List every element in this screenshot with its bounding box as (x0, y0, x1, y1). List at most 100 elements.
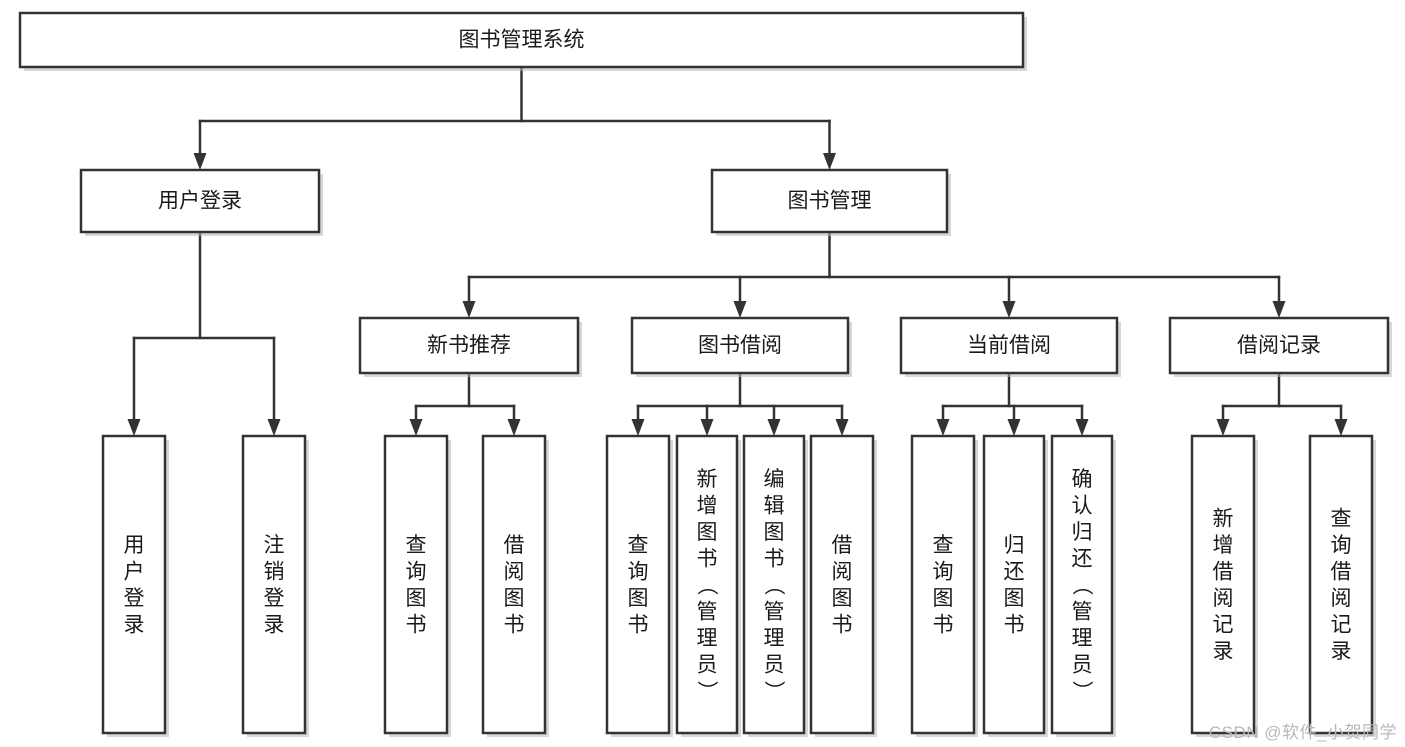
connector-arrowhead (1002, 301, 1016, 318)
node-layer: 图书管理系统用户登录图书管理新书推荐图书借阅当前借阅借阅记录用户登录注销登录查询… (18, 11, 1392, 737)
node-label-char: 员 (1072, 653, 1093, 676)
node-book-manage[interactable]: 图书管理 (710, 168, 951, 236)
node-label-char: 新 (697, 468, 718, 491)
node-label-char: 书 (504, 614, 525, 637)
node-label-char: 辑 (764, 494, 785, 517)
node-label-char: 销 (264, 561, 285, 584)
node-box[interactable] (358, 316, 580, 375)
node-label-char: 新 (1213, 508, 1234, 531)
node-label-char: 图 (933, 587, 954, 610)
node-label-char: 借 (1331, 561, 1352, 584)
node-label-char: 理 (1072, 627, 1093, 650)
connector-arrowhead (267, 419, 281, 436)
node-box[interactable] (675, 434, 739, 735)
node-label-char: 记 (1331, 614, 1352, 637)
node-label-char: 书 (628, 614, 649, 637)
node-label-char: 记 (1213, 614, 1234, 637)
node-label-char: 员 (697, 653, 718, 676)
node-label-char: 录 (124, 614, 145, 637)
node-label: 借阅记录 (1237, 334, 1321, 357)
node-box[interactable] (899, 316, 1119, 375)
connector-arrowhead (127, 419, 141, 436)
node-label-char: 询 (933, 561, 954, 584)
connector-arrowhead (835, 419, 849, 436)
connector-arrowhead (936, 419, 950, 436)
node-label-char: （ (695, 574, 718, 595)
node-label-char: 询 (406, 561, 427, 584)
node-new-book-recommend[interactable]: 新书推荐 (358, 316, 582, 377)
connector-arrowhead (631, 419, 645, 436)
node-box[interactable] (710, 168, 949, 234)
node-label: 新书推荐 (427, 334, 511, 357)
node-label-char: 询 (628, 561, 649, 584)
node-leaf-user-login[interactable]: 用户登录 (101, 434, 169, 737)
node-label-char: 图 (628, 587, 649, 610)
node-label-char: 书 (406, 614, 427, 637)
node-borrow-record[interactable]: 借阅记录 (1168, 316, 1392, 377)
node-box[interactable] (1190, 434, 1256, 735)
node-box[interactable] (809, 434, 875, 735)
node-box[interactable] (79, 168, 321, 234)
node-box[interactable] (481, 434, 547, 735)
node-label-char: 阅 (1213, 587, 1234, 610)
node-label-char: 书 (933, 614, 954, 637)
node-label-char: 编 (764, 468, 785, 491)
node-label-char: 图 (832, 587, 853, 610)
node-label-char: 用 (124, 534, 145, 557)
node-label-char: 书 (697, 547, 718, 570)
node-box[interactable] (18, 11, 1025, 69)
node-label: 图书管理系统 (459, 29, 585, 52)
connector-arrowhead (507, 419, 521, 436)
node-label-char: 录 (1213, 640, 1234, 663)
node-label-char: 理 (697, 627, 718, 650)
node-label: 用户登录 (158, 190, 242, 213)
node-box[interactable] (742, 434, 806, 735)
node-box[interactable] (630, 316, 850, 375)
node-box[interactable] (383, 434, 449, 735)
node-root-system[interactable]: 图书管理系统 (18, 11, 1027, 71)
node-box[interactable] (910, 434, 976, 735)
node-label-char: 书 (764, 547, 785, 570)
node-label-char: 图 (504, 587, 525, 610)
node-book-borrow[interactable]: 图书借阅 (630, 316, 852, 377)
node-label-char: 录 (264, 614, 285, 637)
node-box[interactable] (241, 434, 307, 735)
node-label-char: 登 (124, 587, 145, 610)
node-label-char: 管 (764, 600, 785, 623)
node-box[interactable] (1168, 316, 1390, 375)
connector-arrowhead (1007, 419, 1021, 436)
node-box[interactable] (1308, 434, 1374, 735)
node-label-char: 书 (832, 614, 853, 637)
connector-arrowhead (193, 153, 207, 170)
node-label-char: 管 (1072, 600, 1093, 623)
node-label-char: 阅 (504, 561, 525, 584)
connector-arrowhead (823, 153, 836, 170)
node-box[interactable] (982, 434, 1046, 735)
node-label-char: （ (762, 574, 785, 595)
node-label-char: 询 (1331, 534, 1352, 557)
node-box[interactable] (1050, 434, 1114, 735)
node-label: 当前借阅 (967, 334, 1051, 357)
node-label-char: ） (695, 680, 718, 701)
node-current-borrow[interactable]: 当前借阅 (899, 316, 1121, 377)
node-box[interactable] (101, 434, 167, 735)
connector-arrowhead (462, 301, 476, 318)
node-user-login[interactable]: 用户登录 (79, 168, 323, 236)
node-box[interactable] (605, 434, 671, 735)
node-label-char: 图 (764, 521, 785, 544)
node-label-char: 还 (1072, 547, 1093, 570)
node-label-char: 查 (406, 534, 427, 557)
